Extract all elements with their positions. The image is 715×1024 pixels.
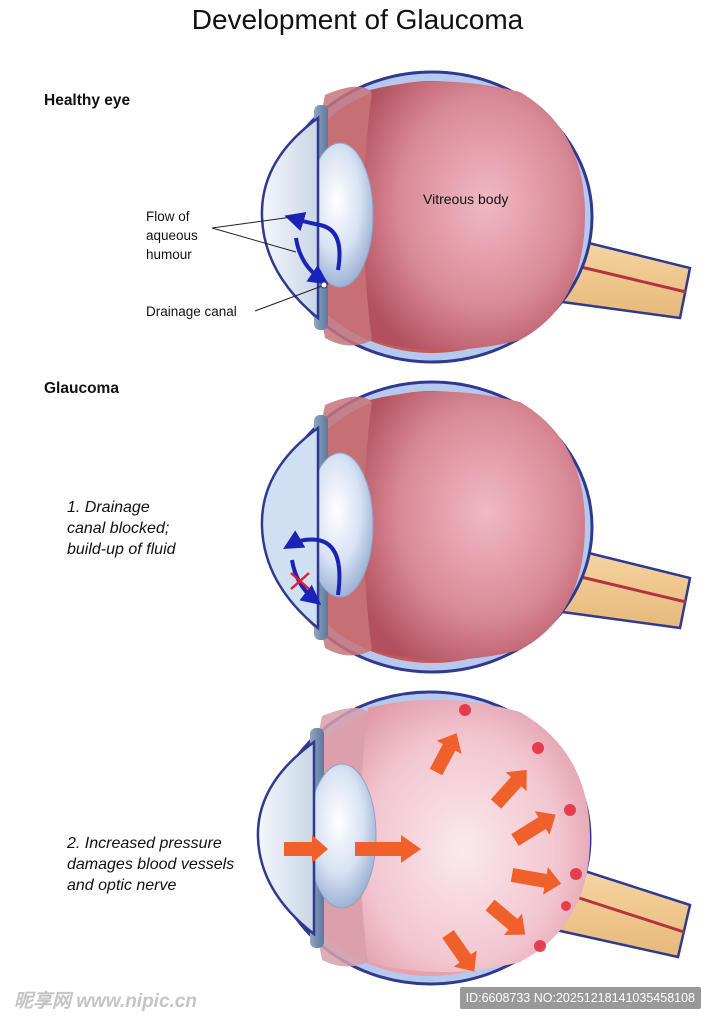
heading-glaucoma: Glaucoma xyxy=(44,380,119,397)
flow-pointer-1 xyxy=(211,216,293,229)
pressure-arrow xyxy=(510,867,562,895)
page-title: Development of Glaucoma xyxy=(191,4,524,35)
blocked-x-icon xyxy=(290,572,310,590)
nerve-vessel xyxy=(569,893,685,934)
pressure-arrow xyxy=(511,811,556,846)
watermark-logo: 昵享网 www.nipic.cn xyxy=(14,991,197,1012)
label-step-1: 1. Drainage canal blocked; build-up of f… xyxy=(67,499,176,558)
cornea xyxy=(260,425,320,631)
pressure-arrow xyxy=(355,835,421,863)
drainage-pointer xyxy=(254,285,323,312)
lens xyxy=(307,763,377,909)
damage-spot xyxy=(534,940,546,952)
pressure-arrow xyxy=(485,899,526,936)
glaucoma-eye xyxy=(260,380,692,674)
pressure-arrow xyxy=(490,769,527,809)
pressure-arrow xyxy=(442,929,477,972)
vitreous-body xyxy=(360,699,590,972)
damage-spots xyxy=(459,704,582,952)
vitreous-body xyxy=(365,391,585,660)
watermark-id: ID:6608733 NO:20251218141035458108 xyxy=(459,987,701,1009)
damage-spot xyxy=(532,742,544,754)
flow-arrow-upper xyxy=(284,211,342,271)
label-step-2: 2. Increased pressure damages blood vess… xyxy=(67,835,235,894)
flow-pointer-2 xyxy=(211,227,297,253)
damage-spot xyxy=(561,901,571,911)
damage-spot xyxy=(564,804,576,816)
label-flow-aqueous-humour: Flow of aqueous humour xyxy=(146,209,198,262)
cornea xyxy=(256,739,316,937)
pressure-eye xyxy=(256,690,692,986)
healthy-eye xyxy=(211,70,692,364)
flow-arrow-upper xyxy=(283,530,342,596)
label-drainage-canal: Drainage canal xyxy=(146,304,237,319)
label-vitreous-body: Vitreous body xyxy=(423,191,509,207)
cornea xyxy=(260,115,320,321)
flow-arrow-lower xyxy=(294,237,329,285)
heading-healthy-eye: Healthy eye xyxy=(44,92,131,109)
pressure-arrows xyxy=(284,733,562,972)
damage-spot xyxy=(459,704,471,716)
pressure-arrow xyxy=(429,733,462,776)
damage-spot xyxy=(570,868,582,880)
pressure-arrow xyxy=(284,835,328,863)
vitreous-body xyxy=(365,81,585,350)
drainage-canal xyxy=(320,281,328,289)
